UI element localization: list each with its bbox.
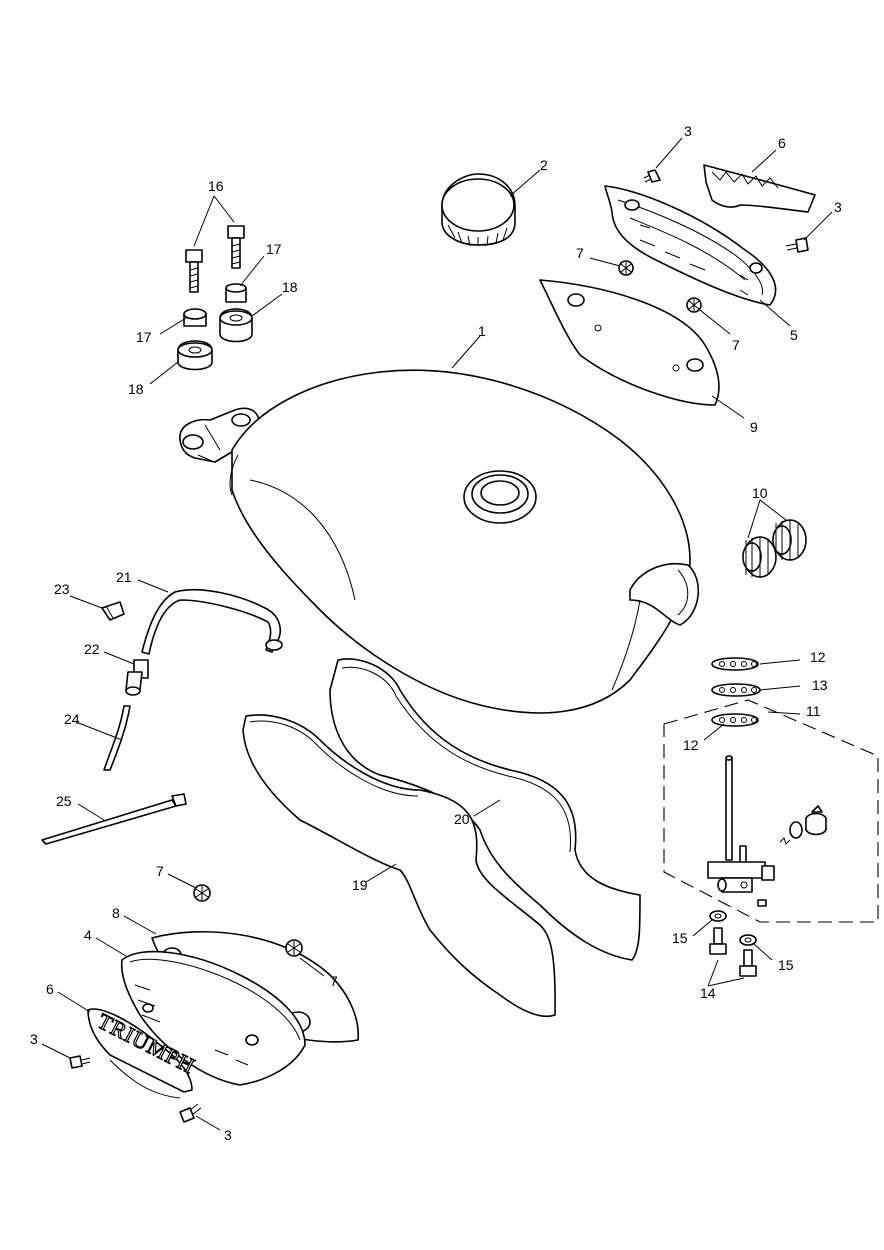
bolt-left[interactable] xyxy=(185,249,203,293)
callout-labels: 1 2 3 3 6 5 7 7 9 10 16 17 18 17 18 12 1… xyxy=(30,123,842,1143)
tap-o-ring[interactable] xyxy=(789,821,803,839)
emblem-right[interactable] xyxy=(703,164,816,213)
gasket-bottom[interactable] xyxy=(711,713,759,727)
callout-12-top: 12 xyxy=(810,649,826,665)
screw-bottom[interactable] xyxy=(179,1103,202,1123)
screw-right[interactable] xyxy=(785,237,809,253)
callout-7-lower-b: 7 xyxy=(330,973,338,989)
spacer-bush-a[interactable] xyxy=(225,283,247,303)
tap-screw[interactable] xyxy=(757,899,767,907)
callout-22: 22 xyxy=(84,641,100,657)
leader-lines xyxy=(41,137,833,1131)
callout-10: 10 xyxy=(752,485,768,501)
callout-16: 16 xyxy=(208,178,224,194)
badge-left[interactable] xyxy=(120,950,306,1086)
star-washer-lower-a[interactable] xyxy=(193,884,211,902)
fuel-tank[interactable] xyxy=(179,369,700,714)
callout-12-bottom: 12 xyxy=(683,737,699,753)
callout-17-right: 17 xyxy=(266,241,282,257)
fuel-filter[interactable] xyxy=(125,659,149,696)
callout-11: 11 xyxy=(806,703,821,719)
washer-right[interactable] xyxy=(739,934,757,946)
bolt-tap-left[interactable] xyxy=(709,927,727,955)
tap-seal-plate[interactable] xyxy=(711,683,761,697)
callout-18-right: 18 xyxy=(282,279,298,295)
star-washer-upper-b[interactable] xyxy=(686,297,702,313)
callout-14: 14 xyxy=(700,985,716,1001)
spacer-bush-b[interactable] xyxy=(183,308,207,327)
callout-7-upper-a: 7 xyxy=(576,245,584,261)
callout-17-left: 17 xyxy=(136,329,152,345)
callout-4: 4 xyxy=(84,927,92,943)
cable-tie[interactable] xyxy=(41,793,187,845)
callout-25: 25 xyxy=(56,793,72,809)
fuel-tap[interactable] xyxy=(707,755,775,893)
rubber-mount-b[interactable] xyxy=(772,519,807,561)
gasket-top[interactable] xyxy=(711,657,759,671)
callout-13: 13 xyxy=(812,677,828,693)
callout-6-left: 6 xyxy=(46,981,54,997)
callout-23: 23 xyxy=(54,581,70,597)
star-washer-upper-a[interactable] xyxy=(618,260,634,276)
bolt-right[interactable] xyxy=(227,225,245,269)
tap-spring[interactable] xyxy=(779,837,791,845)
callout-2: 2 xyxy=(540,157,548,173)
tank-pad-front[interactable] xyxy=(242,714,556,1017)
star-washer-lower-b[interactable] xyxy=(285,939,303,957)
callout-9: 9 xyxy=(750,419,758,435)
fuel-hose[interactable] xyxy=(141,588,283,655)
callout-3-bottom: 3 xyxy=(224,1127,232,1143)
callout-15-left: 15 xyxy=(672,930,688,946)
callout-6-right: 6 xyxy=(778,135,786,151)
callout-1: 1 xyxy=(478,323,486,339)
callout-19: 19 xyxy=(352,877,368,893)
callout-21: 21 xyxy=(116,569,132,585)
bolt-tap-right[interactable] xyxy=(739,949,757,977)
badge-right[interactable] xyxy=(604,185,777,306)
fuel-tap-group-outline xyxy=(663,699,879,923)
rubber-bush-a[interactable] xyxy=(219,308,253,343)
filler-cap[interactable] xyxy=(441,173,516,247)
mounting-plate-right[interactable] xyxy=(539,279,720,406)
washer-left[interactable] xyxy=(709,910,727,922)
callout-24: 24 xyxy=(64,711,80,727)
screw-upper[interactable] xyxy=(643,169,661,183)
callout-15-right: 15 xyxy=(778,957,794,973)
callout-3-top: 3 xyxy=(684,123,692,139)
callout-18-left: 18 xyxy=(128,381,144,397)
callout-7-lower-a: 7 xyxy=(156,863,164,879)
callout-8: 8 xyxy=(112,905,120,921)
rubber-bush-b[interactable] xyxy=(177,340,213,371)
callout-5: 5 xyxy=(790,327,798,343)
callout-20: 20 xyxy=(454,811,470,827)
tap-lever[interactable] xyxy=(805,805,827,836)
callout-3-left: 3 xyxy=(30,1031,38,1047)
rubber-mount-a[interactable] xyxy=(742,536,777,578)
screw-left[interactable] xyxy=(69,1055,91,1069)
callout-7-upper-b: 7 xyxy=(732,337,740,353)
callout-3-right: 3 xyxy=(834,199,842,215)
hose-clip[interactable] xyxy=(101,601,125,621)
